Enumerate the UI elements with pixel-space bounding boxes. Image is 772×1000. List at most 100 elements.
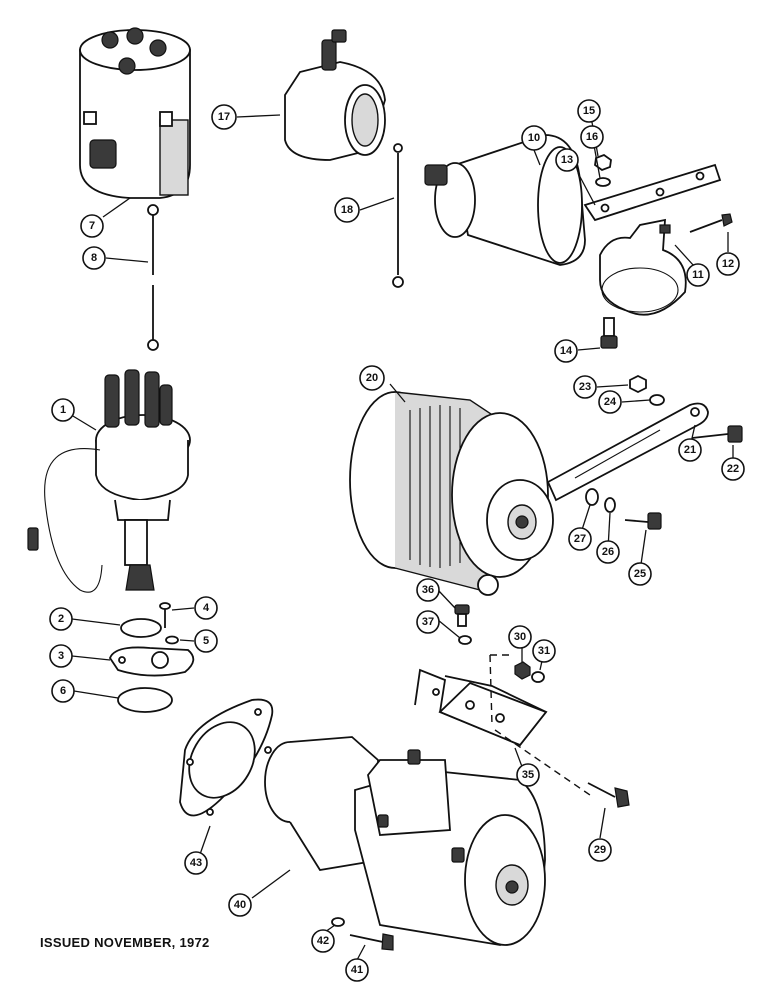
part-7-drawing: [79, 27, 191, 199]
callout-21: 21: [678, 438, 702, 462]
callout-36: 36: [416, 578, 440, 602]
callout-label: 24: [604, 396, 617, 408]
part-30-nut: [514, 661, 531, 680]
part-22-bolt: [691, 425, 743, 443]
callout-5: 5: [194, 629, 218, 653]
callout-label: 10: [528, 132, 540, 144]
part-16-washer: [595, 177, 611, 187]
callout-14: 14: [554, 339, 578, 363]
part-43-gasket: [179, 698, 274, 817]
part-36-bolt: [454, 604, 470, 627]
callout-18: 18: [334, 197, 360, 223]
callout-1: 1: [51, 398, 75, 422]
part-24-washer: [649, 394, 665, 406]
callout-label: 29: [594, 844, 606, 856]
callout-24: 24: [598, 390, 622, 414]
callout-8: 8: [82, 246, 106, 270]
callout-label: 16: [586, 131, 598, 143]
callout-35: 35: [516, 763, 540, 787]
part-8-cable: [147, 204, 159, 351]
part-1-distributor: [27, 369, 191, 593]
callout-label: 5: [203, 635, 209, 647]
part-5-washer: [165, 635, 179, 645]
callout-label: 18: [341, 204, 353, 216]
part-3-plate: [108, 646, 195, 677]
callout-31: 31: [532, 639, 556, 663]
callout-43: 43: [184, 851, 208, 875]
callout-4: 4: [194, 596, 218, 620]
part-25-bolt: [624, 512, 662, 530]
part-18-cable: [392, 143, 404, 288]
callout-label: 31: [538, 645, 550, 657]
part-10-coil: [424, 134, 586, 266]
callout-label: 12: [722, 258, 734, 270]
issued-date-footer: ISSUED NOVEMBER, 1972: [40, 935, 210, 950]
callout-30: 30: [508, 625, 532, 649]
callout-label: 3: [58, 650, 64, 662]
part-2-oring: [120, 618, 162, 638]
callout-label: 8: [91, 252, 97, 264]
callout-6: 6: [51, 679, 75, 703]
callout-16: 16: [580, 125, 604, 149]
part-12-bolt: [689, 213, 733, 233]
part-26-washer: [604, 497, 616, 513]
part-21-bracket: [546, 402, 709, 502]
callout-2: 2: [49, 607, 73, 631]
callout-label: 25: [634, 568, 646, 580]
callout-27: 27: [568, 527, 592, 551]
callout-label: 2: [58, 613, 64, 625]
callout-7: 7: [80, 214, 104, 238]
part-41-bolt: [349, 933, 394, 951]
callout-23: 23: [573, 375, 597, 399]
callout-15: 15: [577, 99, 601, 123]
part-23-nut: [629, 374, 647, 394]
callout-20: 20: [359, 365, 385, 391]
callout-17: 17: [211, 104, 237, 130]
callout-label: 27: [574, 533, 586, 545]
callout-label: 41: [351, 964, 363, 976]
callout-label: 37: [422, 616, 434, 628]
callout-label: 4: [203, 602, 210, 614]
callout-label: 23: [579, 381, 591, 393]
callout-label: 42: [317, 935, 329, 947]
part-4-screw: [159, 602, 171, 628]
callout-11: 11: [686, 263, 710, 287]
part-17-drawing: [284, 29, 386, 161]
callout-label: 36: [422, 584, 434, 596]
callout-label: 14: [560, 345, 573, 357]
part-37-washer: [458, 635, 472, 645]
callout-22: 22: [721, 457, 745, 481]
callout-label: 21: [684, 444, 696, 456]
callout-label: 22: [727, 463, 739, 475]
callout-37: 37: [416, 610, 440, 634]
callout-label: 17: [218, 111, 230, 123]
callout-26: 26: [596, 540, 620, 564]
part-11-clamp: [599, 218, 687, 316]
part-14-bolt: [600, 317, 618, 349]
part-40-starter: [264, 736, 546, 946]
callout-13: 13: [555, 148, 579, 172]
callout-label: 11: [692, 269, 704, 281]
part-31-washer: [531, 671, 545, 683]
callout-10: 10: [521, 125, 547, 151]
callout-label: 6: [60, 685, 66, 697]
callout-label: 15: [583, 105, 595, 117]
callout-label: 1: [60, 404, 66, 416]
callout-label: 13: [561, 154, 573, 166]
callout-29: 29: [588, 838, 612, 862]
callout-12: 12: [716, 252, 740, 276]
part-42-washer: [331, 917, 345, 927]
callout-3: 3: [49, 644, 73, 668]
part-35-mount-bracket: [414, 668, 548, 747]
callout-label: 43: [190, 857, 202, 869]
callout-25: 25: [628, 562, 652, 586]
callout-label: 40: [234, 899, 246, 911]
callout-41: 41: [345, 958, 369, 982]
part-6-gasket: [117, 687, 173, 713]
part-15-nut: [594, 153, 612, 172]
part-13-bracket: [583, 163, 722, 222]
callout-42: 42: [311, 929, 335, 953]
callout-40: 40: [228, 893, 252, 917]
part-20-alternator: [349, 391, 554, 596]
